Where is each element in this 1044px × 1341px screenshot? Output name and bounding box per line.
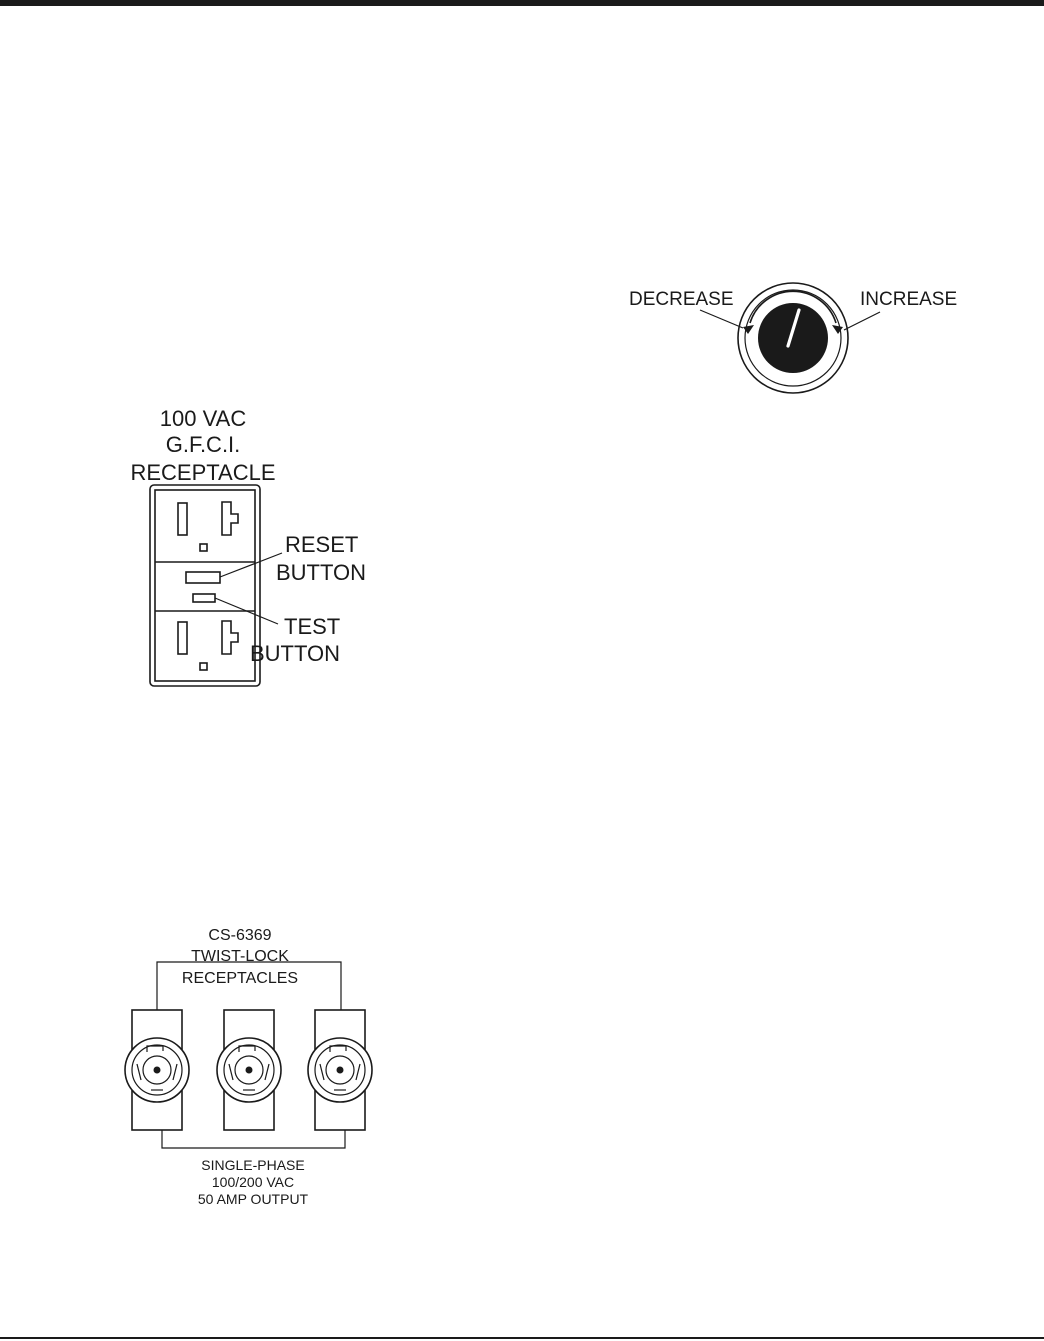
- twist-lock-title-line2: TWIST-LOCK: [191, 948, 289, 965]
- test-button[interactable]: [192, 593, 216, 603]
- twist-lock-title-line1: CS-6369: [208, 927, 271, 944]
- increase-label: INCREASE: [860, 289, 957, 310]
- output-label-line1: SINGLE-PHASE: [201, 1157, 304, 1173]
- twist-lock-receptacle-icon: [124, 1009, 190, 1131]
- test-label-line1: TEST: [284, 614, 340, 639]
- gfci-figure: 100 VAC G.F.C.I. RECEPTACLE RESET BUTTON…: [130, 406, 366, 687]
- voltage-adjust-figure: DECREASE INCREASE: [629, 282, 957, 394]
- gfci-title-line3: RECEPTACLE: [130, 460, 275, 485]
- decrease-leader-line: [699, 309, 744, 329]
- rotation-arrows-icon: [743, 290, 843, 334]
- gfci-receptacle-icon: [149, 484, 261, 687]
- reset-label-line1: RESET: [285, 532, 358, 557]
- output-label-line3: 50 AMP OUTPUT: [198, 1191, 309, 1207]
- gfci-title-line2: G.F.C.I.: [166, 432, 241, 457]
- reset-label-line2: BUTTON: [276, 560, 366, 585]
- bottom-rule: [0, 1337, 1044, 1339]
- output-label-line2: 100/200 VAC: [212, 1174, 294, 1190]
- gfci-title-line1: 100 VAC: [160, 406, 247, 431]
- reset-button[interactable]: [185, 571, 221, 584]
- reset-leader-line: [219, 552, 283, 578]
- top-bracket-line: [156, 961, 342, 1015]
- decrease-label: DECREASE: [629, 289, 734, 310]
- twist-lock-receptacle-icon: [216, 1009, 282, 1131]
- voltage-adjust-knob-icon[interactable]: [737, 282, 849, 394]
- twist-lock-title-line3: RECEPTACLES: [182, 970, 298, 987]
- twist-lock-receptacle-icon: [307, 1009, 373, 1131]
- top-rule: [0, 0, 1044, 6]
- twist-lock-figure: CS-6369 TWIST-LOCK RECEPTACLES SINGLE-PH…: [124, 927, 373, 1207]
- test-label-line2: BUTTON: [250, 641, 340, 666]
- test-leader-line: [214, 597, 279, 625]
- increase-leader-line: [843, 311, 881, 331]
